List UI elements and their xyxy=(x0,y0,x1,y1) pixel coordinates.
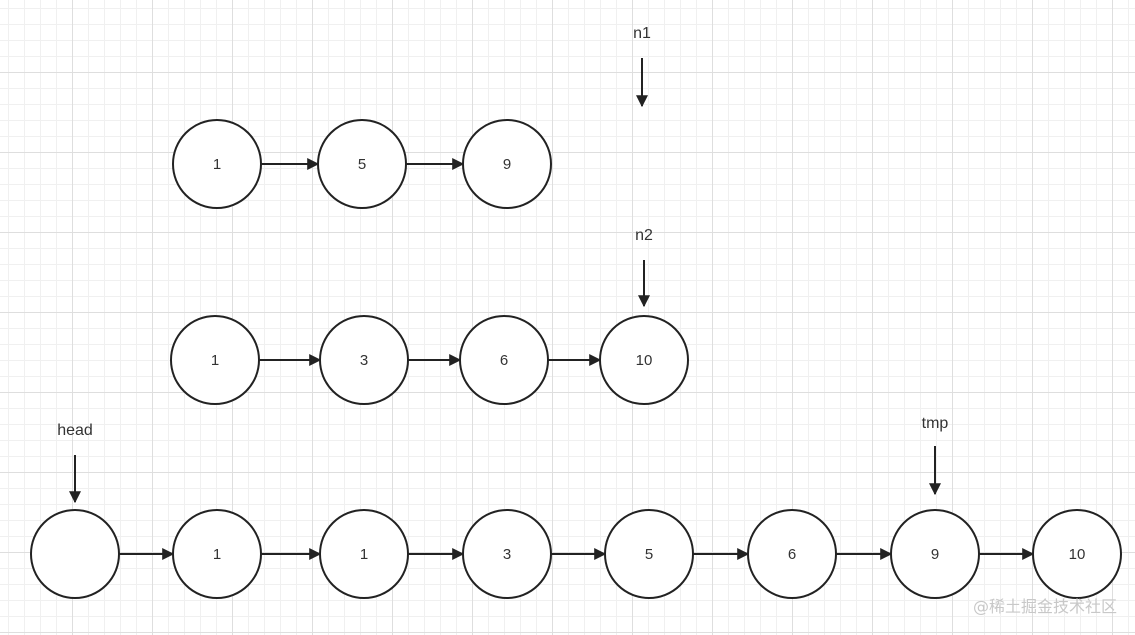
node-circle xyxy=(890,509,980,599)
node-value: 10 xyxy=(636,352,653,369)
node-value: 9 xyxy=(503,156,511,173)
node-circle xyxy=(604,509,694,599)
node-value: 1 xyxy=(360,546,368,563)
merged-node: 1 xyxy=(319,509,409,599)
node-value: 3 xyxy=(503,546,511,563)
pointer-n1: n1 xyxy=(633,25,651,108)
node-circle xyxy=(459,315,549,405)
node-circle xyxy=(599,315,689,405)
pointer-head: head xyxy=(57,422,93,504)
watermark: @稀土掘金技术社区 xyxy=(972,597,1117,616)
node-circle xyxy=(170,315,260,405)
node-circle xyxy=(319,315,409,405)
merged-node: 6 xyxy=(747,509,837,599)
list-a-node: 5 xyxy=(317,119,407,209)
node-value: 1 xyxy=(211,352,219,369)
pointer-label: n2 xyxy=(635,227,653,244)
node-value: 10 xyxy=(1069,546,1086,563)
node-value: 9 xyxy=(931,546,939,563)
pointer-label: head xyxy=(57,422,93,439)
node-value: 5 xyxy=(645,546,653,563)
node-circle xyxy=(317,119,407,209)
node-value: 3 xyxy=(360,352,368,369)
merged-node xyxy=(30,509,120,599)
node-value: 5 xyxy=(358,156,366,173)
node-circle xyxy=(30,509,120,599)
list-a-node: 9 xyxy=(462,119,552,209)
node-circle xyxy=(462,119,552,209)
pointer-label: tmp xyxy=(922,415,949,432)
node-circle xyxy=(462,509,552,599)
node-circle xyxy=(319,509,409,599)
merged-node: 9 xyxy=(890,509,980,599)
node-value: 1 xyxy=(213,546,221,563)
node-value: 6 xyxy=(788,546,796,563)
merged-node: 5 xyxy=(604,509,694,599)
pointer-label: n1 xyxy=(633,25,651,42)
list-a-node: 1 xyxy=(172,119,262,209)
node-circle xyxy=(172,119,262,209)
list-b-node: 6 xyxy=(459,315,549,405)
node-value: 1 xyxy=(213,156,221,173)
merged-node: 10 xyxy=(1032,509,1122,599)
node-value: 6 xyxy=(500,352,508,369)
pointer-tmp: tmp xyxy=(922,415,949,496)
pointer-n2: n2 xyxy=(635,227,653,308)
node-circle xyxy=(1032,509,1122,599)
list-b-node: 10 xyxy=(599,315,689,405)
list-b-node: 3 xyxy=(319,315,409,405)
merged-node: 3 xyxy=(462,509,552,599)
list-b-node: 1 xyxy=(170,315,260,405)
merged-node: 1 xyxy=(172,509,262,599)
node-circle xyxy=(747,509,837,599)
node-circle xyxy=(172,509,262,599)
